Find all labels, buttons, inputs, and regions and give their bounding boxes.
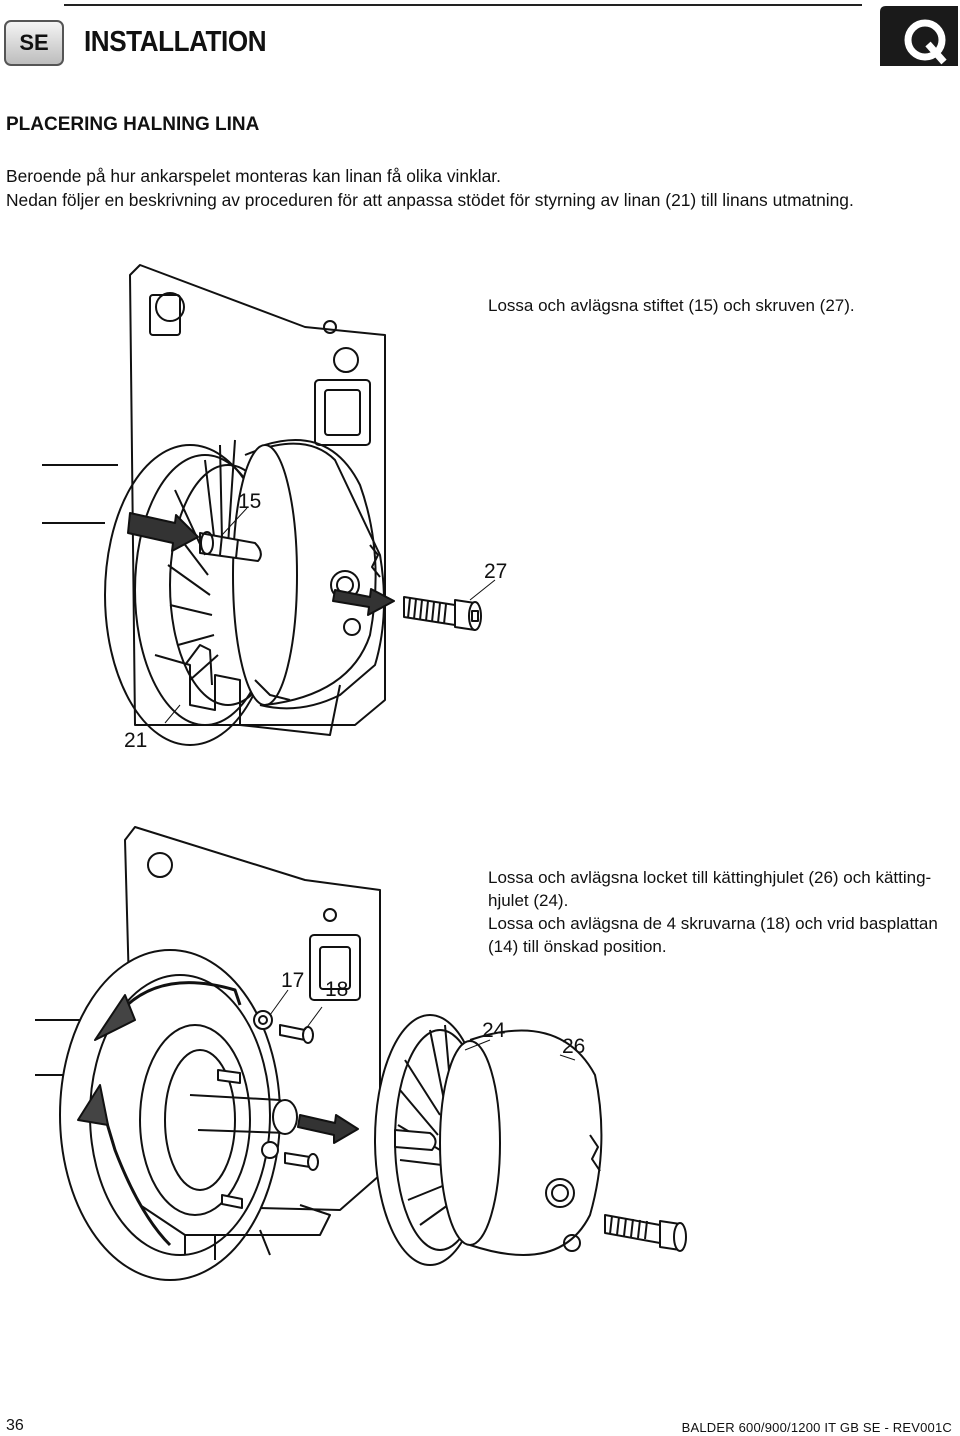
brand-logo-icon xyxy=(880,6,958,66)
figure-remove-chainwheel-and-rotate-plate: 17 18 24 26 xyxy=(35,826,687,1281)
language-code: SE xyxy=(19,30,49,55)
label-screw: 27 xyxy=(484,560,507,583)
figure-remove-pin-and-screw: 15 27 21 xyxy=(42,264,507,752)
intro-line: Nedan följer en beskrivning av procedure… xyxy=(6,190,854,210)
label-washer: 17 xyxy=(281,969,304,992)
label-screws: 18 xyxy=(325,978,348,1001)
figure2-caption: Lossa och avlägsna locket till kättinghj… xyxy=(488,868,938,956)
figure1-caption: Lossa och avlägsna stiftet (15) och skru… xyxy=(488,296,855,315)
header-rule xyxy=(64,4,862,6)
section-title: PLACERING HALNING LINA xyxy=(6,114,260,135)
page-title: INSTALLATION xyxy=(84,26,267,58)
label-line-guide: 21 xyxy=(124,729,147,752)
label-pin: 15 xyxy=(238,490,261,513)
label-chainwheel: 24 xyxy=(482,1019,506,1042)
page-number: 36 xyxy=(6,1417,24,1434)
language-badge: SE xyxy=(4,20,64,66)
label-cover: 26 xyxy=(562,1035,585,1058)
intro-text: Beroende på hur ankarspelet monteras kan… xyxy=(6,164,946,212)
intro-line: Beroende på hur ankarspelet monteras kan… xyxy=(6,166,501,186)
document-code: BALDER 600/900/1200 IT GB SE - REV001C xyxy=(681,1420,952,1435)
